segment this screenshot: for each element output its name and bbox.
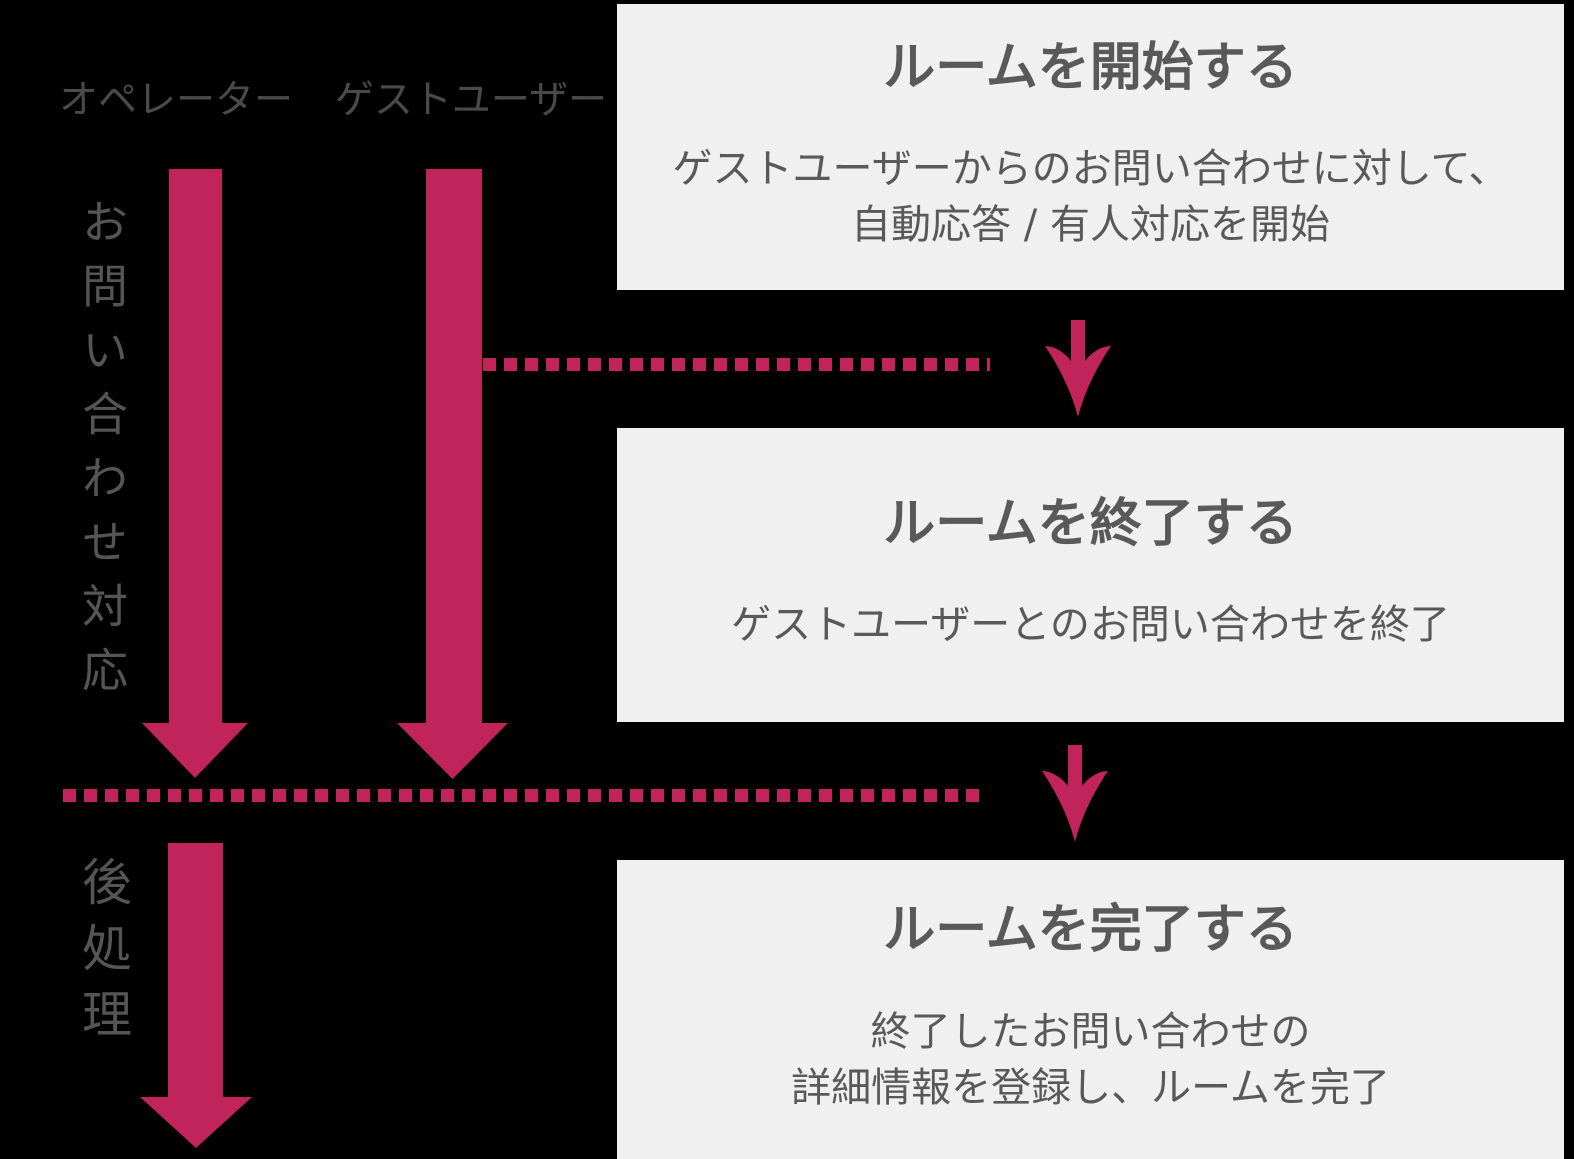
phase-boundary-dotted-line [63,789,980,802]
guest-lane-down-block-arrow-icon [397,169,508,779]
step-box-start-room: ルームを開始する ゲストユーザーからのお問い合わせに対して、 自動応答 / 有人… [617,4,1564,290]
lane-label-guest: ゲストユーザー [334,78,608,123]
guest-to-step-dotted-connector [483,358,990,371]
step-title-end-room: ルームを終了する [883,493,1298,554]
step-title-start-room: ルームを開始する [883,37,1298,98]
step2-to-step3-down-barbed-arrow-icon [1042,745,1108,842]
step-description-line: 自動応答 / 有人対応を開始 [851,202,1330,249]
phase-label-postprocessing: 後処理 [74,856,132,1054]
postprocessing-down-block-arrow-icon [140,843,252,1148]
step-box-end-room: ルームを終了する ゲストユーザーとのお問い合わせを終了 [617,428,1564,722]
step-description-line: ゲストユーザーからのお問い合わせに対して、 [672,146,1509,193]
lane-label-operator: オペレーター [58,78,294,123]
operator-lane-down-block-arrow-icon [142,169,248,778]
step1-to-step2-down-barbed-arrow-icon [1045,320,1111,417]
step-title-complete-room: ルームを完了する [883,900,1298,961]
step-description-line: 終了したお問い合わせの [870,1008,1311,1055]
step-description-line: ゲストユーザーとのお問い合わせを終了 [731,602,1450,649]
step-description-line: 詳細情報を登録し、ルームを完了 [791,1064,1390,1111]
phase-label-inquiry-handling: お問い合わせ対応 [75,198,129,710]
step-box-complete-room: ルームを完了する 終了したお問い合わせの 詳細情報を登録し、ルームを完了 [617,860,1564,1159]
